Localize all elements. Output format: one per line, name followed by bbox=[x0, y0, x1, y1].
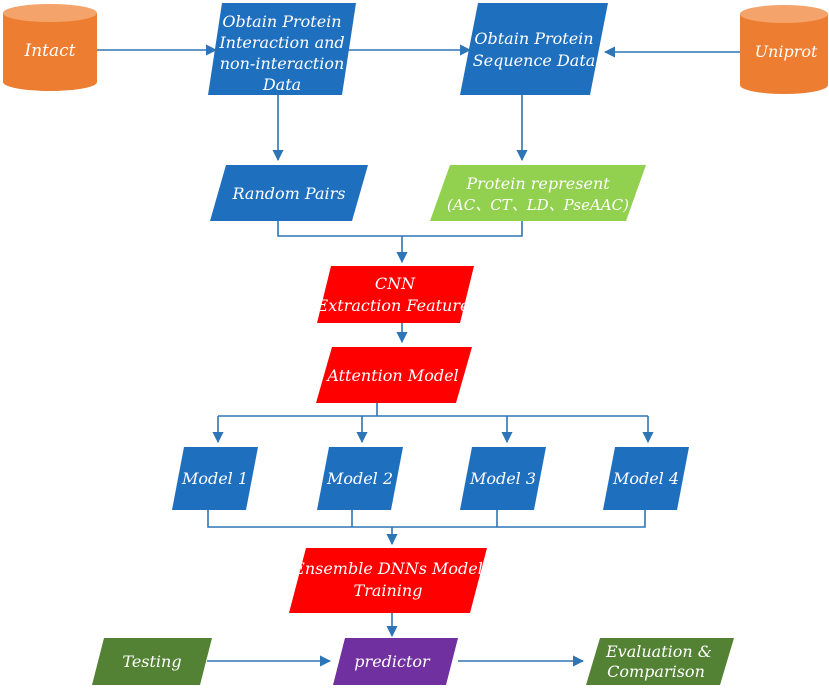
intact-cylinder-top bbox=[3, 4, 97, 22]
obtain-sequence-line-2: Sequence Data bbox=[473, 51, 596, 70]
protein-represent-node: Protein represent (AC、CT、LD、PseAAC) bbox=[430, 165, 646, 221]
model-3-node: Model 3 bbox=[460, 447, 546, 510]
random-pairs-shape bbox=[210, 165, 368, 221]
evaluation-shape bbox=[586, 638, 734, 685]
predictor-shape bbox=[333, 638, 458, 685]
cnn-line-1: CNN bbox=[375, 274, 416, 293]
evaluation-node: Evaluation & Comparison bbox=[586, 638, 734, 685]
predictor-node: predictor bbox=[333, 638, 458, 685]
obtain-interaction-line-3: non-interaction bbox=[220, 54, 345, 73]
protein-represent-shape bbox=[430, 165, 646, 221]
ensemble-line-1: Ensemble DNNs Model bbox=[292, 559, 483, 578]
connectors bbox=[97, 44, 740, 667]
intact-database: Intact bbox=[3, 4, 97, 91]
uniprot-cylinder-body bbox=[740, 14, 828, 94]
cnn-line-2: Extraction Feature bbox=[316, 296, 470, 315]
model-4-node: Model 4 bbox=[603, 447, 689, 510]
ensemble-shape bbox=[289, 548, 487, 613]
obtain-interaction-line-2: Interaction and bbox=[218, 33, 344, 52]
testing-label: Testing bbox=[122, 652, 181, 671]
intact-label: Intact bbox=[24, 41, 76, 61]
uniprot-cylinder-top bbox=[740, 5, 828, 23]
intact-cylinder-body bbox=[3, 13, 97, 91]
model-4-shape bbox=[603, 447, 689, 510]
protein-represent-line-2: (AC、CT、LD、PseAAC) bbox=[447, 196, 629, 214]
model-3-shape bbox=[460, 447, 546, 510]
model-1-label: Model 1 bbox=[181, 469, 248, 488]
model-1-node: Model 1 bbox=[172, 447, 258, 510]
random-pairs-label: Random Pairs bbox=[232, 184, 346, 203]
testing-shape bbox=[92, 638, 212, 685]
model-2-node: Model 2 bbox=[317, 447, 403, 510]
obtain-interaction-line-1: Obtain Protein bbox=[222, 12, 341, 31]
evaluation-line-2: Comparison bbox=[607, 662, 705, 681]
attention-shape bbox=[316, 347, 472, 403]
model-1-shape bbox=[172, 447, 258, 510]
predictor-label: predictor bbox=[354, 652, 431, 671]
uniprot-database: Uniprot bbox=[740, 5, 828, 94]
obtain-interaction-line-4: Data bbox=[262, 75, 301, 94]
attention-label: Attention Model bbox=[325, 366, 458, 385]
cnn-shape bbox=[317, 266, 474, 323]
model-4-label: Model 4 bbox=[612, 469, 679, 488]
ensemble-line-2: Training bbox=[354, 581, 423, 600]
obtain-sequence-line-1: Obtain Protein bbox=[474, 29, 593, 48]
evaluation-line-1: Evaluation & bbox=[605, 642, 712, 661]
model-3-label: Model 3 bbox=[469, 469, 536, 488]
model-2-shape bbox=[317, 447, 403, 510]
obtain-sequence-shape bbox=[460, 3, 608, 95]
protein-represent-line-1: Protein represent bbox=[465, 174, 610, 193]
cnn-node: CNN Extraction Feature bbox=[316, 266, 474, 323]
ensemble-node: Ensemble DNNs Model Training bbox=[289, 548, 487, 613]
random-pairs-node: Random Pairs bbox=[210, 165, 368, 221]
uniprot-label: Uniprot bbox=[755, 42, 818, 61]
attention-node: Attention Model bbox=[316, 347, 472, 403]
merge-line-pairs-represent bbox=[277, 221, 523, 237]
obtain-interaction-shape bbox=[208, 3, 356, 95]
model-2-label: Model 2 bbox=[326, 469, 393, 488]
testing-node: Testing bbox=[92, 638, 212, 685]
merge-line-models bbox=[207, 510, 646, 528]
obtain-interaction-node: Obtain Protein Interaction and non-inter… bbox=[208, 3, 356, 95]
obtain-sequence-node: Obtain Protein Sequence Data bbox=[460, 3, 608, 95]
